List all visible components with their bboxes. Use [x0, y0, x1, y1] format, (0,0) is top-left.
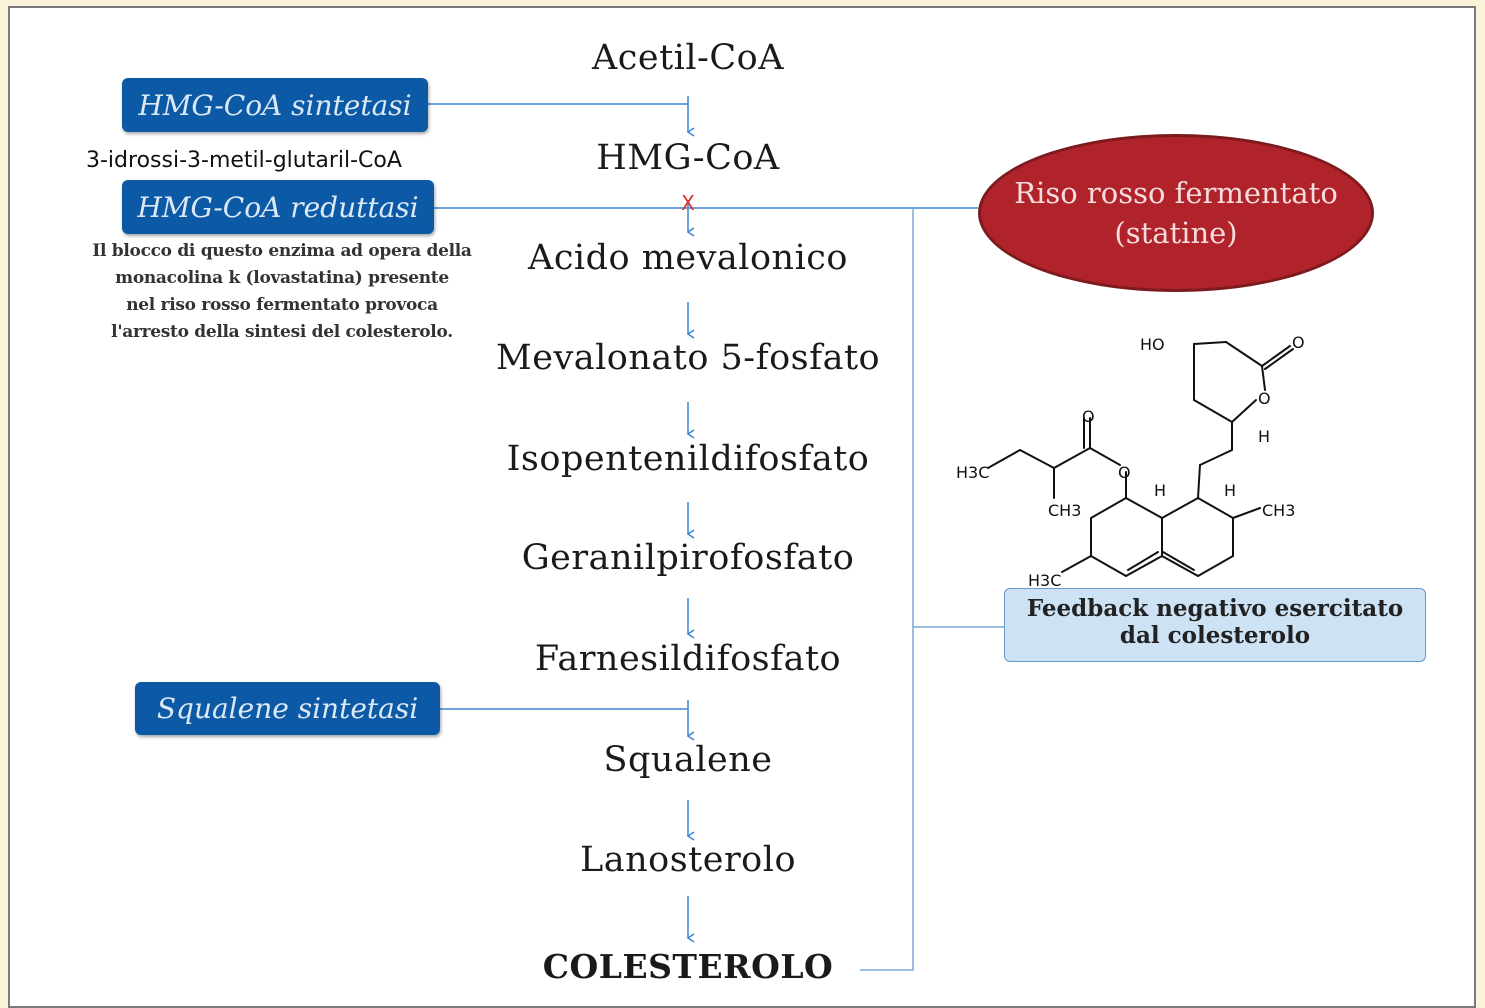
step-geranilpirofosfato: Geranilpirofosfato [521, 538, 855, 578]
feedback-line-1: Feedback negativo esercitato [1026, 595, 1404, 622]
enzyme-hmg-coa-reduttasi: HMG-CoA reduttasi [122, 180, 434, 234]
step-lanosterolo: Lanosterolo [579, 840, 797, 880]
enzyme-squalene-sintetasi: Squalene sintetasi [135, 682, 440, 735]
mol-h-ring-a: H [1154, 481, 1166, 500]
mol-h-ring-b: H [1224, 481, 1236, 500]
step-colesterolo: COLESTEROLO [542, 947, 834, 986]
mol-h3c-ring: H3C [1028, 571, 1061, 590]
note-line: l'arresto della sintesi del colesterolo. [111, 322, 453, 342]
mol-ch3-ring: CH3 [1262, 501, 1295, 520]
note-line: monacolina k (lovastatina) presente [115, 268, 449, 288]
enzyme-hmg-coa-sintetasi: HMG-CoA sintetasi [122, 78, 428, 132]
feedback-line-2: dal colesterolo [1119, 622, 1311, 649]
block-x-mark: X [681, 191, 695, 215]
step-acido-mevalonico: Acido mevalonico [528, 238, 848, 278]
lovastatin-structure: HO O O H O O CH3 H3C H H CH3 H3C [956, 333, 1305, 590]
inhibitor-line-2: (statine) [1114, 216, 1238, 250]
mol-o-ring: O [1258, 389, 1271, 408]
mol-o-carbonyl: O [1292, 333, 1305, 352]
step-farnesildifosfato: Farnesildifosfato [534, 639, 842, 679]
inhibitor-oval: Riso rosso fermentato (statine) [978, 134, 1374, 292]
mol-ho: HO [1140, 335, 1165, 354]
inhibitor-line-1: Riso rosso fermentato [1014, 176, 1338, 210]
note-line: Il blocco di questo enzima ad opera dell… [92, 241, 472, 261]
mol-ch3-branch: CH3 [1048, 501, 1081, 520]
feedback-loop-line [860, 208, 914, 971]
mol-h-ring: H [1258, 427, 1270, 446]
hmg-full-name-label: 3-idrossi-3-metil-glutaril-CoA [86, 148, 402, 173]
mol-o-ester-carbonyl: O [1082, 407, 1095, 426]
mol-o-ester: O [1118, 463, 1131, 482]
step-isopentenildifosfato: Isopentenildifosfato [506, 439, 870, 479]
statin-block-note: Il blocco di questo enzima ad opera dell… [72, 238, 492, 346]
mol-h3c-chain: H3C [956, 463, 989, 482]
step-acetil-coa: Acetil-CoA [592, 38, 784, 78]
step-hmg-coa: HMG-CoA [596, 138, 780, 178]
note-line: nel riso rosso fermentato provoca [126, 295, 438, 315]
feedback-box: Feedback negativo esercitato dal coleste… [1004, 588, 1426, 662]
step-mevalonato-5-fosfato: Mevalonato 5-fosfato [495, 338, 881, 378]
step-squalene: Squalene [603, 740, 773, 780]
